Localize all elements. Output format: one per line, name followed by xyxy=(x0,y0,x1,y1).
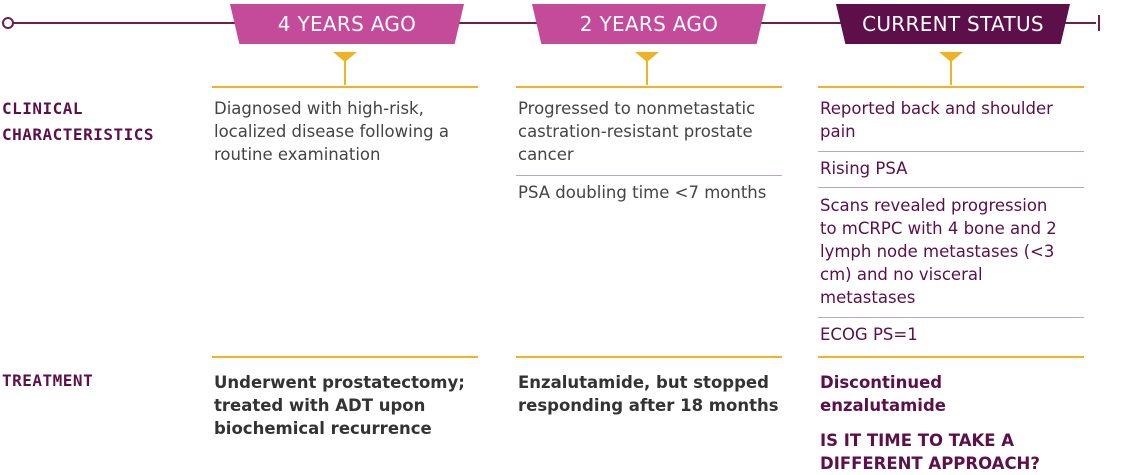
treatment-cell-current: Discontinued enzalutamide xyxy=(820,373,946,415)
clinical-cell-current-item: ECOG PS=1 xyxy=(820,325,918,344)
clinical-cell-current-item: Rising PSA xyxy=(820,159,908,178)
stage-banner-2-years-ago: 2 YEARS AGO xyxy=(532,4,766,44)
cell-divider xyxy=(516,175,782,176)
clinical-cell-4-years-ago: Diagnosed with high-risk, localized dise… xyxy=(214,99,450,164)
row-label-line: CHARACTERISTICS xyxy=(2,125,154,144)
row-label-clinical: CLINICAL CHARACTERISTICS xyxy=(2,96,154,148)
stage-pointer-stem xyxy=(646,60,648,85)
column-top-rule xyxy=(212,86,478,88)
treatment-cell-4-years-ago: Underwent prostatectomy; treated with AD… xyxy=(214,373,465,438)
stage-label: 2 YEARS AGO xyxy=(579,12,719,36)
clinical-cell-2-years-ago-item: PSA doubling time <7 months xyxy=(518,183,767,202)
clinical-cell-current-item: Reported back and shoulder pain xyxy=(820,99,1053,141)
stage-banner-current-status: CURRENT STATUS xyxy=(836,4,1070,44)
row-label-line: CLINICAL xyxy=(2,99,84,118)
timeline-end-marker xyxy=(1098,15,1100,31)
clinical-cell-2-years-ago-item: Progressed to nonmetastatic castration-r… xyxy=(518,99,756,164)
stage-pointer-stem xyxy=(950,60,952,85)
clinical-cell-current-item: Scans revealed progression to mCRPC with… xyxy=(820,196,1057,307)
stage-pointer-4-years-ago xyxy=(333,52,357,62)
stage-banner-4-years-ago: 4 YEARS AGO xyxy=(230,4,464,44)
cell-divider xyxy=(818,187,1084,188)
stage-label: 4 YEARS AGO xyxy=(277,12,417,36)
row-label-treatment: TREATMENT xyxy=(2,371,94,390)
stage-pointer-current-status xyxy=(939,52,963,62)
treatment-top-rule xyxy=(516,356,782,358)
stage-pointer-2-years-ago xyxy=(635,52,659,62)
cell-divider xyxy=(818,317,1084,318)
stage-label: CURRENT STATUS xyxy=(862,12,1044,36)
treatment-top-rule xyxy=(818,356,1084,358)
treatment-top-rule xyxy=(212,356,478,358)
column-top-rule xyxy=(516,86,782,88)
treatment-cell-2-years-ago: Enzalutamide, but stopped responding aft… xyxy=(518,373,779,415)
treatment-question: IS IT TIME TO TAKE A DIFFERENT APPROACH? xyxy=(820,431,1040,473)
stage-pointer-stem xyxy=(344,60,346,85)
column-top-rule xyxy=(818,86,1084,88)
timeline-start-marker xyxy=(2,17,14,29)
cell-divider xyxy=(818,151,1084,152)
